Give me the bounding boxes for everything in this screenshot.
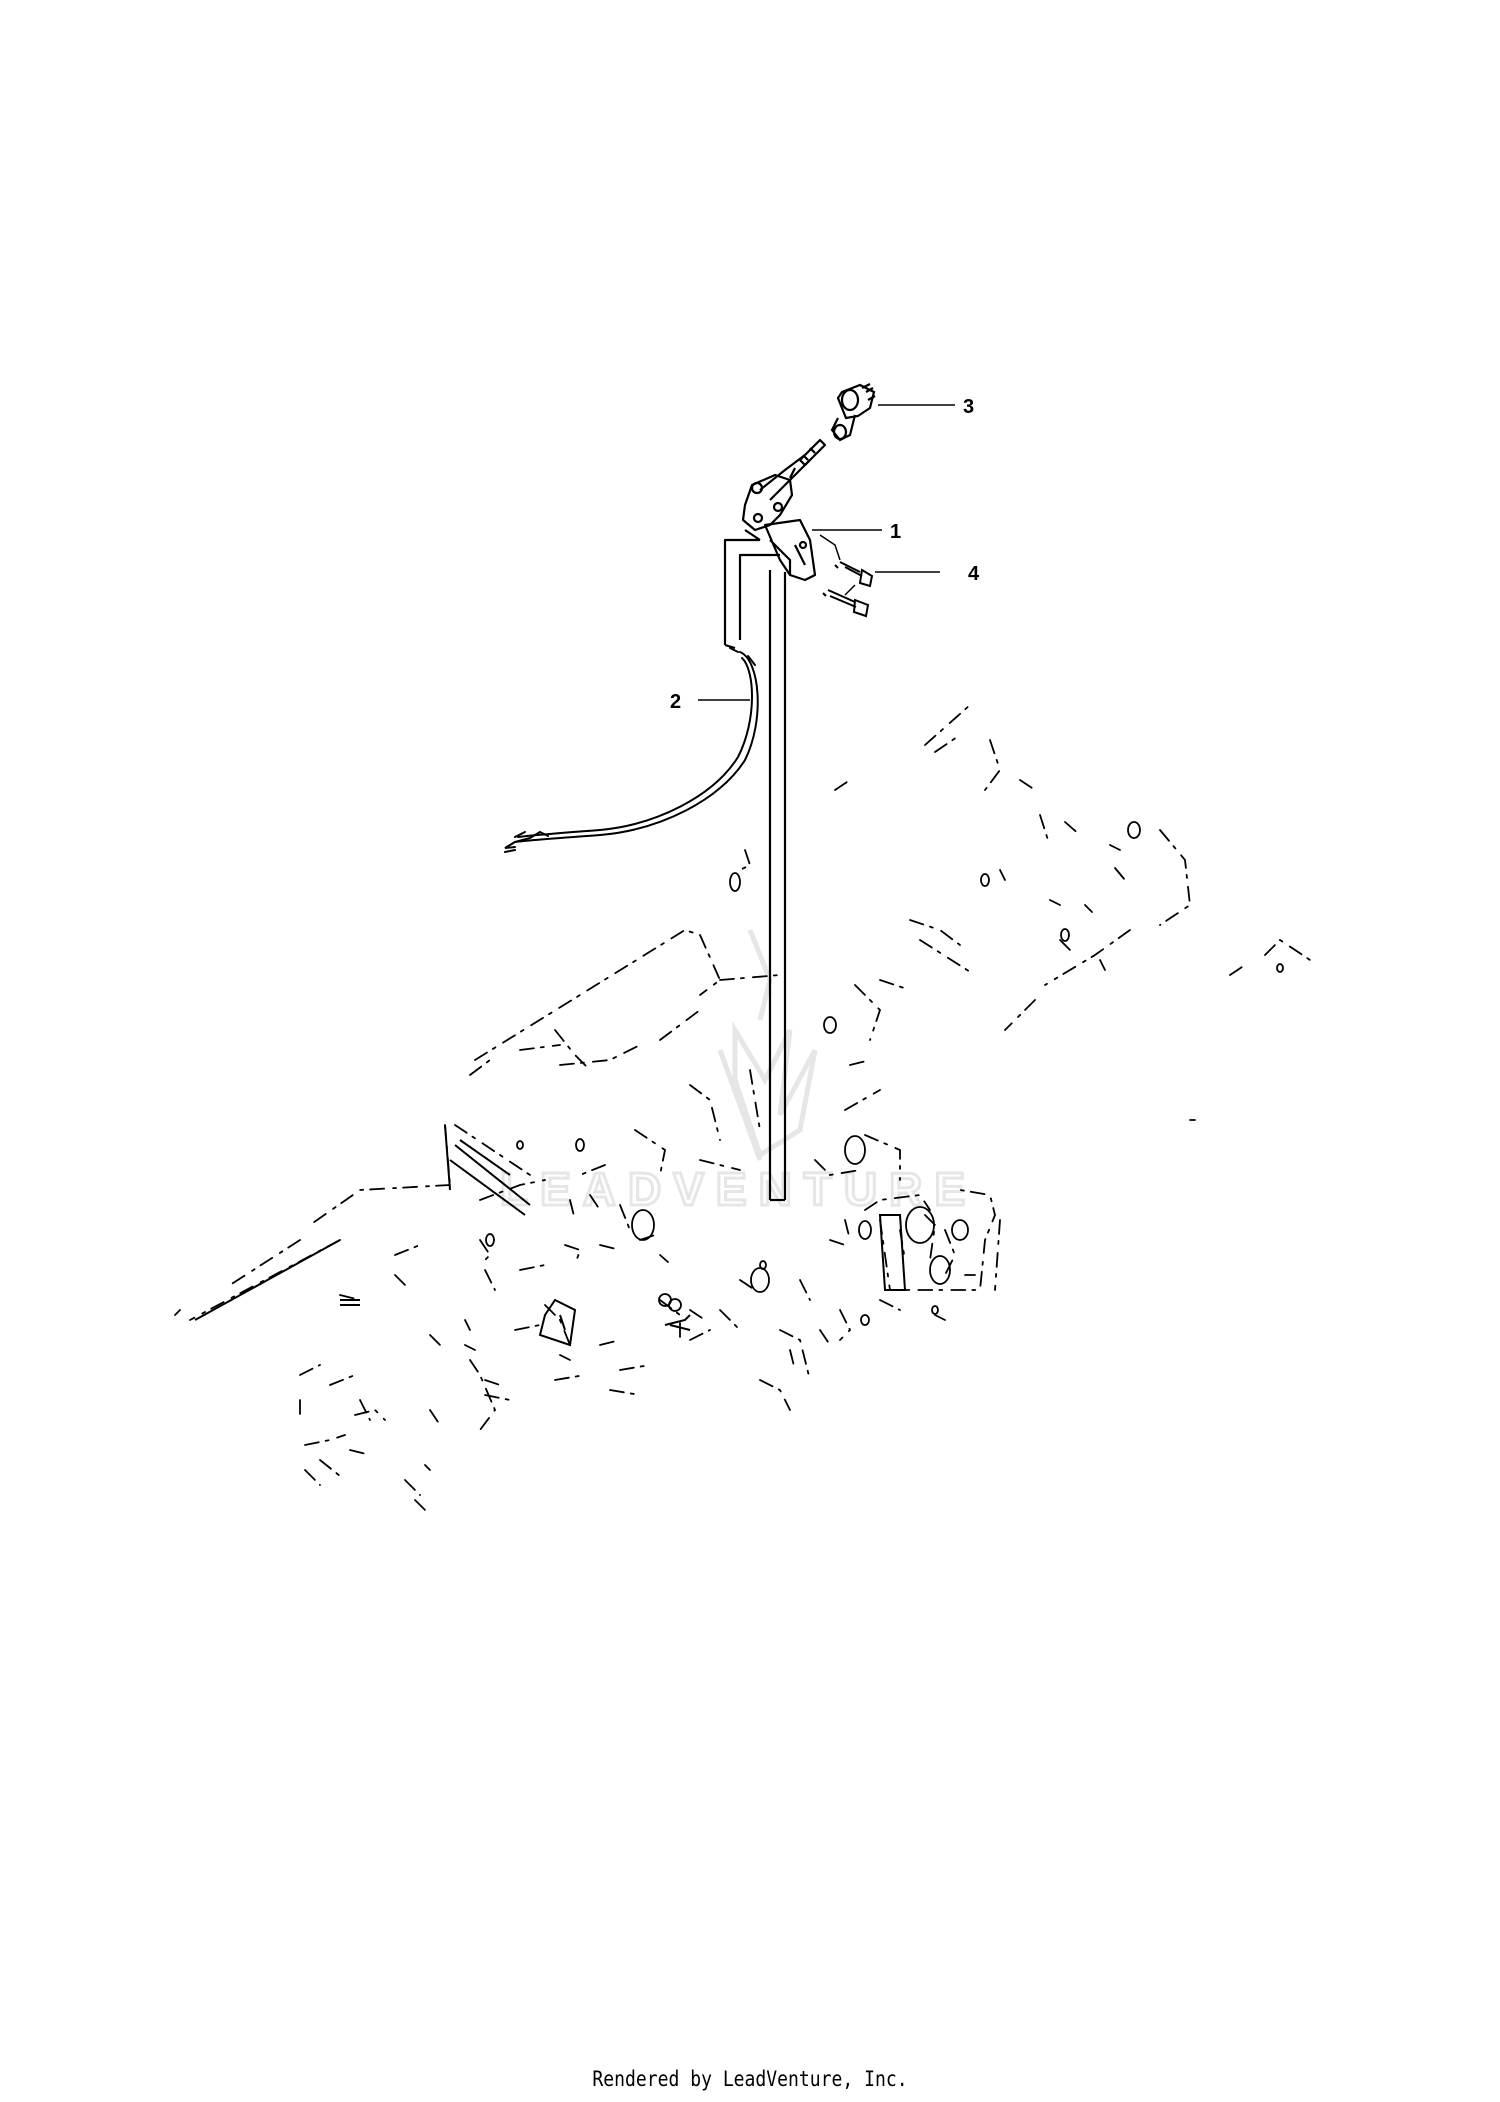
cable-part (504, 647, 759, 853)
callout-label-3: 3 (963, 396, 974, 418)
footer-credit: Rendered by LeadVenture, Inc. (592, 2067, 908, 2091)
frame-holes (485, 821, 1284, 1326)
knob-part (830, 383, 876, 442)
callout-labels: 3 1 4 2 (670, 396, 980, 713)
machine-frame-sketch (174, 704, 1311, 1511)
watermark-logo-icon (717, 929, 818, 1161)
callout-label-1: 1 (890, 521, 901, 543)
watermark-text: LEADVENTURE (500, 1163, 977, 1215)
callout-label-2: 2 (670, 691, 681, 713)
watermark: LEADVENTURE (499, 929, 977, 1217)
leader-lines (698, 404, 955, 701)
screw-part (822, 561, 874, 618)
control-bracket-part (723, 438, 827, 1202)
machine-frame-outline (194, 1124, 907, 1347)
callout-label-4: 4 (968, 563, 980, 585)
